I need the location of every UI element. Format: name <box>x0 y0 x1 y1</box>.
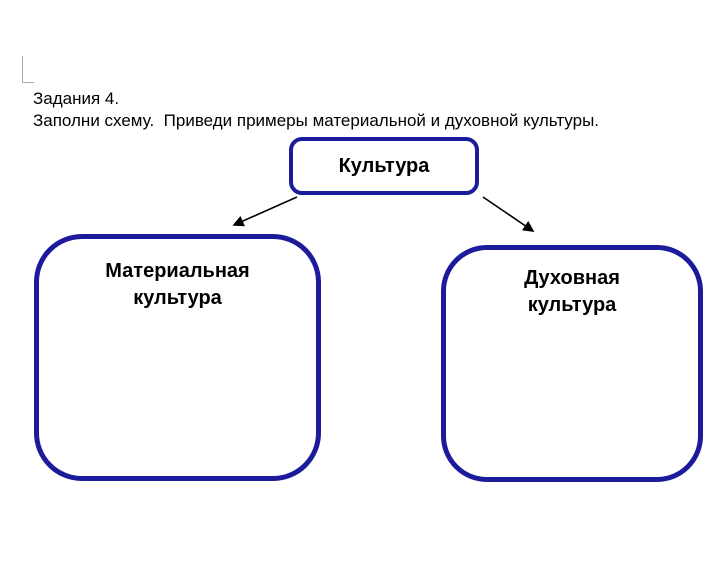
margin-corner-mark <box>22 56 34 83</box>
node-spiritual-label: Духовная культура <box>524 267 620 316</box>
node-material-label: Материальная культура <box>105 260 250 309</box>
node-spiritual-culture[interactable]: Духовная культура <box>441 245 703 482</box>
task-instruction: Заполни схему. Приведи примеры материаль… <box>33 111 600 130</box>
node-material-culture[interactable]: Материальная культура <box>34 234 321 481</box>
arrow-to-material-icon <box>232 196 298 227</box>
task-header: Задания 4. Заполни схему. Приведи пример… <box>33 88 599 132</box>
node-culture-label: Культура <box>338 154 430 177</box>
arrow-to-spiritual-icon <box>482 196 535 232</box>
task-title: Задания 4. <box>33 89 120 108</box>
node-culture: Культура <box>289 137 479 195</box>
